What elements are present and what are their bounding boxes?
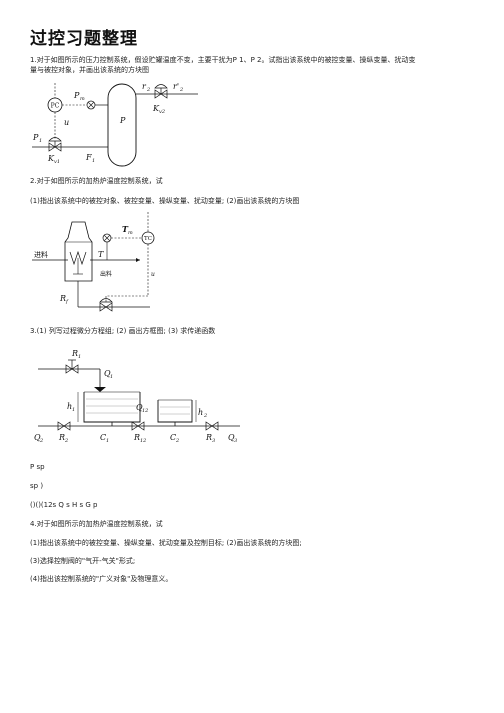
q2-line-2: (1)指出该系统中的被控对象、被控变量、操纵变量、扰动变量; (2)画出该系统的… (30, 197, 300, 205)
furnace-body (64, 221, 93, 282)
tm-label: T (122, 224, 129, 234)
tank-1 (83, 392, 141, 423)
q3-sub: 3 (234, 438, 237, 444)
q4-line-4: (4)指出该控制系统的"广义对象"及物理意义。 (30, 575, 173, 583)
tc-label: TC (144, 236, 152, 242)
r2-sub: 2 (64, 438, 68, 444)
rf-label: R (59, 294, 66, 303)
f1-label: F (85, 153, 92, 162)
outlet-label: 出料 (100, 270, 112, 278)
u-signal-label: u (151, 271, 155, 278)
feed-label: 进料 (34, 250, 48, 259)
p-label: P (119, 116, 126, 125)
r1-sub: 1 (78, 354, 81, 360)
q3-line-1: 3.(1) 列写过程微分方程组; (2) 画出方框图; (3) 求传递函数 (30, 327, 216, 335)
r12-sub: 12 (140, 438, 146, 444)
kv2-sub: v2 (159, 109, 165, 115)
figure-3-two-tank-system: R 1 Q 1 h 1 h 2 Q 12 Q 2 R 2 C 1 R 12 C … (34, 349, 240, 444)
c1-sub: 1 (106, 438, 109, 444)
r3-sub: 3 (212, 438, 215, 444)
r2-sub: 2 (146, 87, 150, 93)
q4-line-1: 4.对于如图所示的加热炉温度控制系统，试 (30, 520, 163, 528)
r1-label: R (71, 349, 78, 358)
q2-sub: 2 (39, 438, 43, 444)
h1-label: h (67, 402, 72, 411)
r2-prime-sub: 2 (179, 87, 183, 93)
h2-sub: 2 (203, 413, 207, 419)
pc-label: PC (51, 103, 60, 110)
pm-label: P (73, 91, 80, 100)
q3-label: Q (228, 433, 235, 442)
q4-line-2: (1)指出该系统中的被控变量、操纵变量、扰动变量及控制目标; (2)画出该系统的… (30, 539, 302, 547)
p1-sub: 1 (39, 138, 42, 144)
figure-1-pressure-control: PC P m u P 1 K v1 F 1 P r 2 r' 2 K v2 (32, 82, 198, 167)
r2-label: r (142, 82, 147, 91)
figure-2-furnace-control: 进料 T 出料 T m TC u R f (32, 212, 155, 312)
u-label: u (64, 118, 69, 127)
page-title: 过控习题整理 (30, 29, 138, 49)
h1-sub: 1 (72, 407, 75, 413)
c2-sub: 2 (175, 438, 179, 444)
f1-sub: 1 (92, 158, 95, 164)
p1-label: P (32, 133, 39, 142)
fragment-3: ()()(12s Q s H s G p (30, 501, 98, 509)
c2-label: C (170, 433, 176, 442)
q12-label: Q (136, 403, 143, 412)
q4-line-3: (3)选择控制阀的"气开-气关"形式; (30, 557, 136, 565)
q1-label: Q (104, 369, 111, 378)
r12-label: R (133, 433, 140, 442)
heating-coil (69, 250, 87, 266)
q2-label: Q (34, 433, 41, 442)
r3-label: R (205, 433, 212, 442)
q1-line-2: 量与被控对象，并画出该系统的方块图 (30, 66, 149, 74)
r2-label: R (58, 433, 65, 442)
pm-sub: m (80, 96, 85, 102)
fragment-1: P sp (30, 463, 45, 471)
rf-sub: f (65, 299, 69, 305)
q1-line-1: 1.对于如图所示的压力控制系统，假设贮罐温度不变，主要干扰为P 1、P 2。试指… (30, 56, 416, 64)
r2-prime-label: r' (173, 82, 179, 91)
tank-vessel (107, 83, 137, 167)
kv1-sub: v1 (54, 159, 60, 165)
tank-2 (157, 400, 193, 423)
q1-sub: 1 (110, 374, 113, 380)
h2-label: h (198, 408, 203, 417)
fragment-2: sp ) (30, 482, 44, 490)
tm-sub: m (128, 230, 133, 236)
kv1-label: K (47, 154, 55, 163)
c1-label: C (100, 433, 106, 442)
q2-line-1: 2.对于如图所示的加热炉温度控制系统，试 (30, 177, 163, 185)
kv2-label: K (152, 104, 160, 113)
q12-sub: 12 (142, 408, 148, 414)
t-label: T (98, 250, 104, 259)
